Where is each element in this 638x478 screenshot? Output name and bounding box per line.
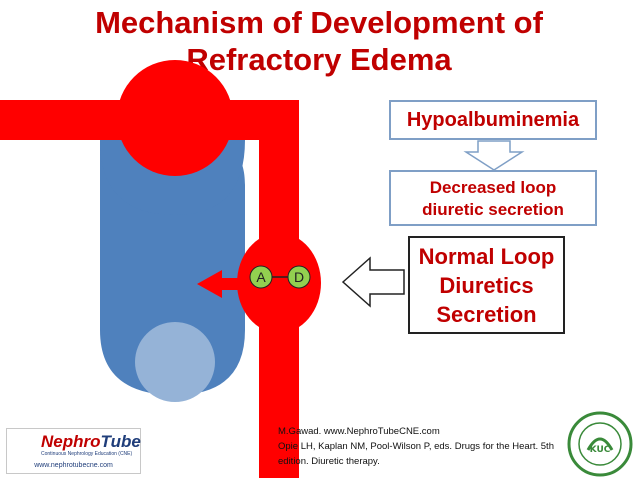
transporter-a (249, 265, 273, 289)
transporter-d-label: D (293, 269, 305, 285)
svg-text:KUC: KUC (590, 445, 611, 455)
input-arrow (341, 256, 405, 308)
secretion-arrow (197, 270, 260, 298)
brand-part-2: Tube (100, 432, 141, 451)
slide-title: Mechanism of Development of Refractory E… (0, 4, 638, 78)
peritubular-capillary (237, 233, 321, 333)
glomerulus (117, 60, 233, 176)
nephrotube-logo: NephroTube Continuous Nephrology Educati… (6, 428, 141, 474)
brand-part-1: Nephro (41, 432, 101, 451)
hypoalbuminemia-box: Hypoalbuminemia (389, 100, 597, 140)
citation-line-1: M.Gawad. www.NephroTubeCNE.com (278, 426, 440, 437)
transporter-d (287, 265, 311, 289)
transporter-a-label: A (256, 269, 266, 285)
nephrotube-url: www.nephrotubecne.com (34, 462, 113, 469)
kuc-seal-logo: KUC (567, 411, 633, 477)
normal-secretion-box: Normal Loop Diuretics Secretion (408, 236, 565, 334)
normal-line-3: Secretion (436, 302, 537, 327)
decreased-line-1: Decreased loop (429, 178, 557, 197)
down-arrow (463, 140, 525, 171)
nephrotube-tagline: Continuous Nephrology Education (CNE) (41, 451, 133, 457)
nephrotube-brand: NephroTube (41, 432, 141, 452)
normal-line-1: Normal Loop (418, 244, 555, 269)
citation-line-3: edition. Diuretic therapy. (278, 456, 380, 467)
citation-line-2: Opie LH, Kaplan NM, Pool-Wilson P, eds. … (278, 441, 554, 452)
decreased-line-2: diuretic secretion (422, 200, 564, 219)
tubule-lumen (135, 322, 215, 402)
citation-block: M.Gawad. www.NephroTubeCNE.com Opie LH, … (278, 424, 578, 469)
title-line-1: Mechanism of Development of (95, 5, 543, 40)
normal-line-2: Diuretics (439, 273, 534, 298)
decreased-secretion-box: Decreased loop diuretic secretion (389, 170, 597, 226)
title-line-2: Refractory Edema (186, 42, 452, 77)
hypoalbuminemia-label: Hypoalbuminemia (406, 109, 580, 131)
